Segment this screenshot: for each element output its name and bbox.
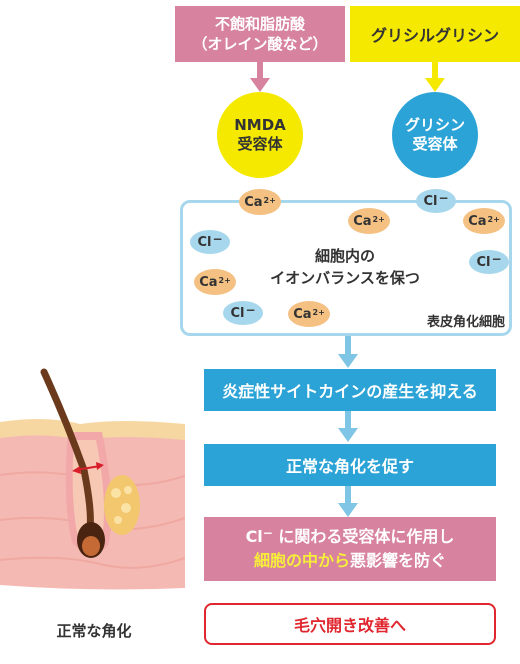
skin-cross-section-illustration xyxy=(0,368,185,590)
glycylglycine-box: グリシルグリシン xyxy=(350,6,520,62)
pore-improvement-label: 毛穴開き改善へ xyxy=(293,616,406,635)
nmda-receptor-label: 受容体 xyxy=(237,135,283,153)
receptor-effect-panel: Cl− に関わる受容体に作用し 細胞の中から悪影響を防ぐ xyxy=(204,517,496,581)
glycylglycine-label: グリシルグリシン xyxy=(370,26,499,45)
nmda-label: NMDA xyxy=(234,115,286,134)
unsaturated-fatty-acid-label: 不飽和脂肪酸 xyxy=(214,14,305,33)
nmda-receptor-circle: NMDA 受容体 xyxy=(217,92,303,178)
chloride-ion: Cl− xyxy=(469,250,509,274)
chloride-ion: Cl− xyxy=(223,301,263,325)
ion-balance-text: 細胞内の イオンバランスを保つ xyxy=(270,247,420,287)
suppress-cytokine-step: 炎症性サイトカインの産生を抑える xyxy=(204,369,496,411)
glycine-receptor-circle: グリシン 受容体 xyxy=(392,92,478,178)
glycine-receptor-label: 受容体 xyxy=(412,135,458,153)
promote-keratinization-step: 正常な角化を促す xyxy=(204,444,496,486)
receptor-effect-line2: 細胞の中から悪影響を防ぐ xyxy=(253,551,447,570)
oleic-acid-note: （オレイン酸など） xyxy=(192,35,328,53)
chloride-ion: Cl− xyxy=(190,230,230,254)
unsaturated-fatty-acid-box: 不飽和脂肪酸 （オレイン酸など） xyxy=(175,6,345,62)
normal-keratinization-caption: 正常な角化 xyxy=(56,622,132,640)
pore-improvement-button[interactable]: 毛穴開き改善へ xyxy=(204,603,496,645)
keratinocyte-label: 表皮角化細胞 xyxy=(426,315,505,330)
glycine-label: グリシン xyxy=(404,115,465,134)
chloride-ion: Cl− xyxy=(416,189,456,213)
receptor-effect-line1: Cl− に関わる受容体に作用し xyxy=(245,526,455,546)
